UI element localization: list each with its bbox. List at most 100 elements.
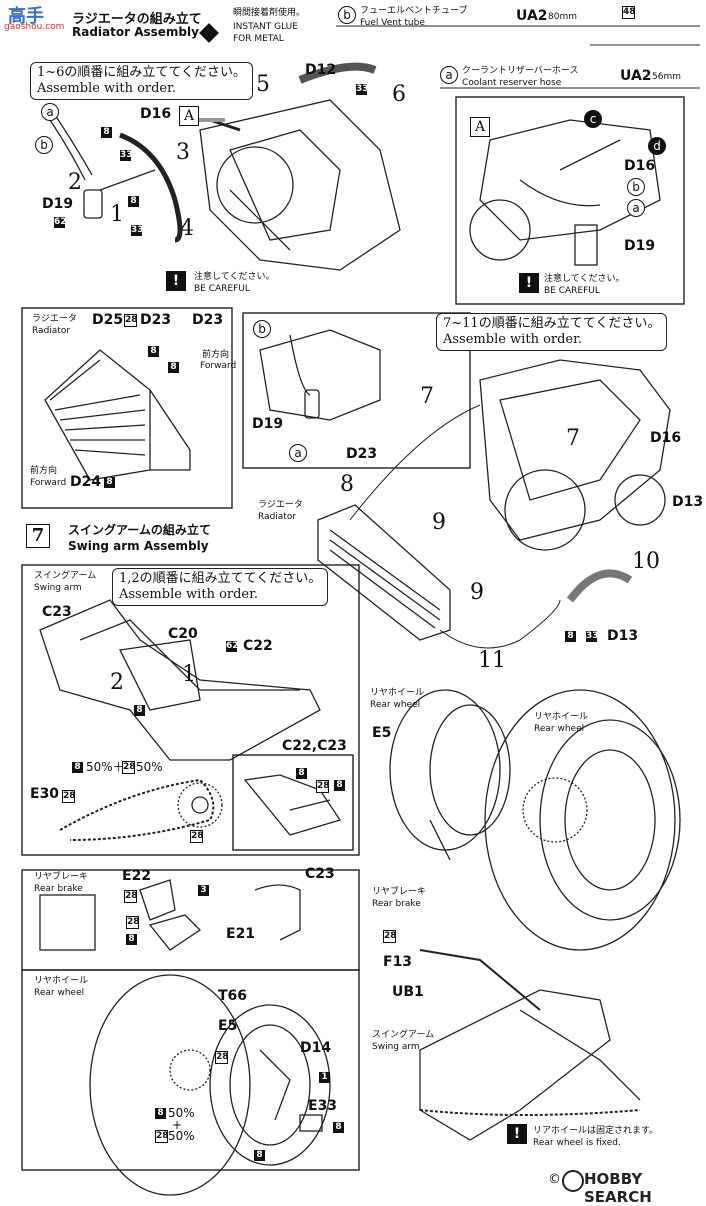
part-e21: E21 (226, 926, 256, 942)
num-6: 6 (392, 82, 406, 107)
tube-a-jp: クーラントリザーバーホース (462, 66, 579, 76)
callout-b-box: b (253, 320, 271, 338)
num-2: 2 (68, 170, 82, 195)
note1-jp: 1~6の順番に組み立ててください。 (37, 65, 247, 80)
care-en: BE CAREFUL (194, 284, 250, 294)
tube-b-len: 80mm (548, 12, 577, 22)
callout-a: a (41, 103, 59, 121)
glue-en: INSTANT GLUE (233, 22, 298, 32)
care-jp: 注意してください。 (194, 272, 275, 282)
part-c23: C23 (42, 604, 72, 620)
chain-ratio-a: 50%＋ (86, 760, 125, 774)
paint-8j: 8 (334, 780, 345, 791)
rear-wheel-jp-2: リヤホイール (370, 688, 425, 698)
paint-28b: 28 (122, 761, 136, 774)
paint-33c: 33 (131, 225, 144, 236)
hobby-search-logo (562, 1170, 584, 1192)
rear-wheel-en-3: Rear wheel (534, 724, 585, 734)
paint-8: 8 (101, 127, 112, 138)
num-1: 1 (110, 202, 124, 227)
swing-en-2: Swing arm (372, 1042, 420, 1052)
paint-8e: 8 (104, 477, 115, 488)
part-d14: D14 (300, 1040, 332, 1056)
paint-28h: 28 (215, 1051, 229, 1064)
care-jp-a: 注意してください。 (544, 274, 625, 284)
paint-28j: 28 (383, 930, 397, 943)
wheel-ratio-b: 50% (168, 1129, 195, 1143)
part-e5-right: E5 (372, 725, 392, 741)
paint-8b: 8 (128, 196, 139, 207)
note2-en: Assemble with order. (443, 332, 583, 347)
wheel-ratio-a: 50% (168, 1106, 195, 1120)
note3-en: Assemble with order. (119, 587, 259, 602)
fixed-jp: リアホイールは固定されます。 (533, 1126, 659, 1136)
part-d24: D24 (70, 474, 102, 490)
paint-62b: 62 (226, 641, 239, 652)
note3-jp: 1,2の順番に組み立ててください。 (119, 571, 322, 586)
rear-brake-en: Rear brake (34, 884, 83, 894)
paint-28: 28 (124, 314, 138, 327)
part-d19: D19 (42, 196, 74, 212)
paint-8k: 8 (126, 934, 137, 945)
paint-8h: 8 (72, 762, 83, 773)
part-d23-b: D23 (346, 446, 378, 462)
tube-b-jp: フューエルベントチューブ (360, 6, 468, 16)
part-e30: E30 (30, 786, 60, 802)
part-c20: C20 (168, 626, 198, 642)
note-order-7-11: 7~11の順番に組み立ててください。 Assemble with order. (436, 313, 668, 351)
part-d16-a: D16 (624, 158, 656, 174)
swing-jp: スイングアーム (34, 571, 97, 581)
paint-8m: 8 (333, 1122, 344, 1133)
view-a-marker: A (179, 106, 199, 126)
step7-title-en: Swing arm Assembly (68, 539, 209, 553)
callout-a-a: a (627, 199, 645, 217)
tube-a-letter: a (440, 66, 458, 84)
paint-8l: 8 (155, 1108, 166, 1119)
num-8: 8 (340, 472, 354, 497)
rear-wheel-en-2: Rear wheel (370, 700, 421, 710)
paint-8d: 8 (168, 362, 179, 373)
rad-box-jp: ラジエータ (32, 314, 77, 324)
num-3: 3 (176, 140, 190, 165)
paint-8c: 8 (148, 346, 159, 357)
part-d23: D23 (140, 312, 172, 328)
part-d13: D13 (607, 628, 639, 644)
callout-b: b (35, 136, 53, 154)
view-a-box-marker: A (470, 117, 490, 137)
paint-28i: 28 (155, 1130, 169, 1143)
tube-b-en: Fuel Vent tube (360, 18, 425, 28)
note1-en: Assemble with order. (37, 81, 177, 96)
site-logo-text: 高手 (8, 6, 44, 27)
wheel-plus: + (172, 1118, 183, 1132)
note2-jp: 7~11の順番に組み立ててください。 (443, 316, 661, 331)
paint-8g: 8 (134, 705, 145, 716)
radiator-jp: ラジエータ (258, 500, 303, 510)
rear-wheel-jp: リヤホイール (34, 976, 89, 986)
rear-wheel-jp-3: リヤホイール (534, 712, 589, 722)
part-d16: D16 (140, 106, 172, 122)
num-2-swing: 2 (110, 670, 124, 695)
part-e22: E22 (122, 868, 152, 884)
callout-c: c (584, 110, 602, 128)
part-d13-top: D13 (672, 494, 704, 510)
step7-number: 7 (26, 524, 50, 548)
site-logo: 高手 gaoshou.com (4, 2, 70, 36)
paint-3: 3 (198, 885, 209, 896)
part-e5: E5 (218, 1018, 238, 1034)
paint-1: 1 (319, 1072, 330, 1083)
part-e33: E33 (308, 1098, 338, 1114)
part-c22c23: C22,C23 (282, 738, 347, 754)
watermark-text: HOBBY SEARCH (584, 1170, 652, 1206)
glue-jp: 瞬間接着剤使用。 (233, 8, 306, 18)
note-order-1-6: 1~6の順番に組み立ててください。 Assemble with order. (30, 62, 254, 100)
rear-brake-en-2: Rear brake (372, 899, 421, 909)
callout-a-box: a (289, 444, 307, 462)
step6-title-en: Radiator Assembly (72, 25, 199, 39)
part-d16-main: D16 (650, 430, 682, 446)
rad-box-en: Radiator (32, 326, 71, 336)
paint-8n: 8 (254, 1150, 265, 1161)
swing-en: Swing arm (34, 583, 82, 593)
part-d19-a: D19 (624, 238, 656, 254)
num-9b: 9 (470, 580, 484, 605)
